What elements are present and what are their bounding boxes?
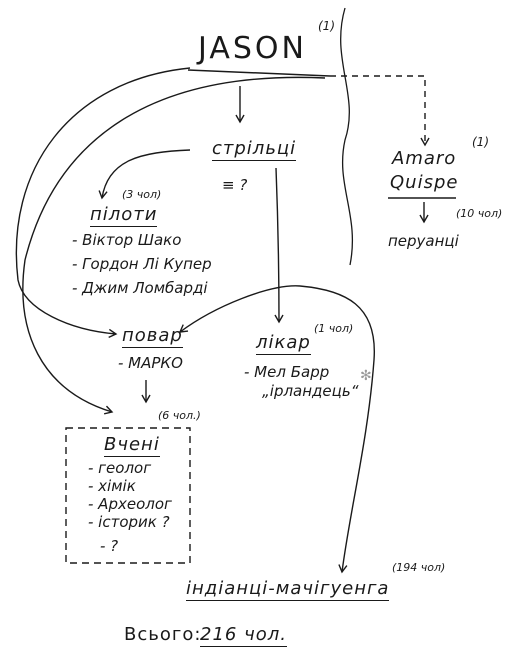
arrow-loop-cook [178, 285, 301, 333]
amaro-line1: Amaro [392, 148, 457, 169]
pilots-count: (3 чол) [122, 188, 162, 201]
scientist-item: - ? [100, 537, 119, 555]
shooters-title: стрільці [212, 138, 297, 161]
pilot-item: - Віктор Шако [72, 231, 182, 249]
indians-count: (194 чол) [392, 561, 446, 574]
scientist-item: - хімік [88, 477, 136, 495]
dashed-link-amaro [330, 75, 430, 147]
ink-speckle-icon: ✻ [360, 368, 372, 384]
arrow-loop-indians [299, 285, 375, 574]
pilots-list: - Віктор Шако - Гордон Лі Купер - Джим Л… [72, 233, 212, 296]
arrow-shooters-doctor [274, 167, 284, 324]
scientists-list: - геолог - хімік - Археолог - історик ? … [88, 461, 172, 554]
doctor-member: „ірландець“ [262, 382, 359, 400]
scientist-item: - історик ? [88, 513, 170, 531]
shooters-note: ≡ ? [222, 176, 248, 194]
scientists-title: Вчені [104, 434, 160, 457]
scientists-count: (6 чол.) [158, 409, 201, 422]
doctor-member: - Мел Барр [244, 363, 330, 381]
wavy-separator [340, 7, 354, 266]
cook-title: повар [122, 325, 183, 348]
scientists-dashed-box [65, 427, 191, 564]
peruvians-count: (10 чол) [456, 207, 503, 220]
leader-name: JASON [198, 31, 307, 66]
pilot-item: - Джим Ломбарді [72, 279, 208, 297]
pilots-title: пілоти [90, 204, 158, 227]
jason-underline [187, 69, 331, 77]
doctor-title: лікар [256, 332, 311, 355]
indians-title: індіанці-мачігуенга [186, 578, 390, 601]
arrow-jason-cook [15, 67, 191, 339]
scientist-item: - геолог [88, 459, 152, 477]
total-value: 216 чол. [200, 624, 287, 647]
arrow-jason-scientists [22, 76, 326, 415]
leader-count: (1) [318, 19, 335, 33]
amaro-count: (1) [472, 135, 489, 149]
peruvians-label: перуанці [388, 232, 459, 250]
doctor-count: (1 чол) [314, 322, 354, 335]
cook-member: - МАРКО [118, 354, 183, 372]
pilot-item: - Гордон Лі Купер [72, 255, 212, 273]
arrow-shooters-pilots [98, 149, 191, 200]
scientist-item: - Археолог [88, 495, 172, 513]
amaro-line2: Quispe [390, 172, 459, 193]
total-label: Всього: [124, 624, 202, 645]
